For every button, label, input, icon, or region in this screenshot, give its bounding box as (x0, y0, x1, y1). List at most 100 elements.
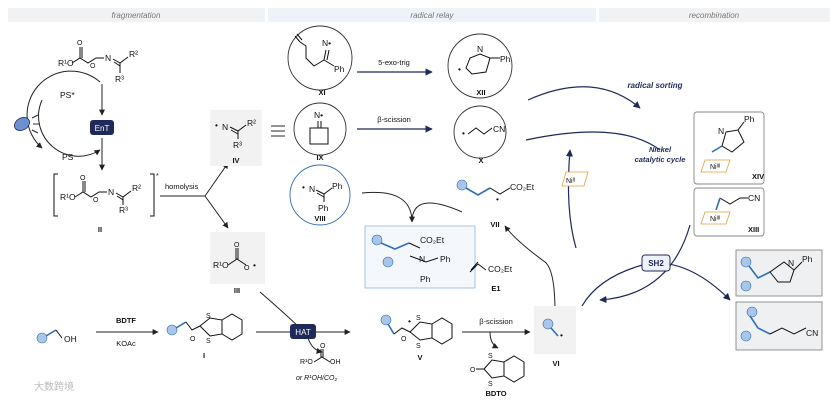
svg-text:O: O (93, 197, 99, 204)
label-XIV: XIV (752, 172, 764, 181)
label-E1: E1 (491, 284, 500, 293)
label-III: III (234, 286, 240, 295)
nickel-cycle-label-1: Nickel (649, 145, 672, 154)
compound-I: O S S I (166, 313, 243, 360)
compound-VI: • VI (534, 306, 576, 368)
compound-X: • CN X (453, 105, 507, 165)
label-VII: VII (490, 220, 499, 229)
svg-text:Ph: Ph (744, 114, 755, 124)
svg-text:Niᴵᴵᴵ: Niᴵᴵᴵ (710, 164, 720, 171)
svg-text:R¹O: R¹O (300, 359, 313, 366)
svg-text:OH: OH (64, 334, 77, 344)
ni-ii-label: Niᴵᴵ (566, 178, 575, 185)
compound-XI: N• Ph XI (287, 25, 353, 97)
arrow-VI-to-VII (504, 225, 556, 313)
svg-text:Ph: Ph (500, 54, 511, 64)
label-II: II (98, 225, 102, 234)
svg-text:Niᴵᴵᴵ: Niᴵᴵᴵ (710, 216, 720, 223)
label-V: V (417, 353, 422, 362)
svg-text:Ph: Ph (420, 274, 431, 284)
equivalence-sign (271, 125, 285, 137)
compound-IX: N• IX (293, 102, 347, 162)
substrate-top: R¹O O O N R² R³ (58, 40, 138, 84)
hat-label: HAT (295, 328, 311, 337)
svg-text:O: O (77, 40, 83, 47)
homolysis: homolysis (160, 162, 229, 229)
exo-trig-label: 5-exo-trig (378, 58, 410, 67)
compound-XIII: CN Niᴵᴵᴵ XIII (693, 187, 765, 237)
svg-text:•: • (560, 330, 563, 340)
compound-BDTO: O S S BDTO (470, 353, 525, 398)
homolysis-label: homolysis (165, 182, 199, 191)
beta-scission-2-label: β-scission (479, 317, 513, 326)
compound-IV: • N R² R³ IV (210, 110, 262, 166)
light-bulb-icon (14, 114, 40, 134)
compound-XII: • N Ph XII (447, 33, 513, 99)
compound-E1: CO₂Et E1 (469, 261, 513, 293)
label-VI: VI (552, 359, 559, 368)
product-nitrile: CN (735, 301, 823, 351)
label-X: X (478, 156, 483, 165)
svg-text:CO₂Et: CO₂Et (510, 182, 535, 192)
sh2-badge (641, 254, 671, 272)
svg-text:CO₂Et: CO₂Et (420, 235, 445, 245)
compound-III: R¹O O O • III (210, 232, 265, 295)
label-BDTO: BDTO (485, 389, 506, 398)
svg-text:O: O (234, 242, 240, 249)
label-IV: IV (232, 156, 239, 165)
svg-text:R²: R² (129, 49, 138, 59)
svg-text:CN: CN (493, 124, 505, 134)
label-XII: XII (476, 88, 485, 97)
compound-VII: • CO₂Et VII (456, 179, 535, 229)
label-XI: XI (318, 88, 325, 97)
sh2-step: SH2 (581, 254, 731, 307)
ps-excited-label: PS* (60, 90, 75, 100)
svg-text:N: N (309, 184, 315, 194)
hat-byproduct: or R¹OH/CO₂ (296, 375, 338, 382)
svg-text:O: O (244, 265, 250, 272)
header-fragmentation: fragmentation (112, 11, 161, 20)
svg-text:R³: R³ (233, 140, 242, 150)
header-radical-relay: radical relay (410, 11, 454, 20)
svg-text:O: O (401, 336, 407, 343)
svg-text:CN: CN (806, 328, 818, 338)
watermark: 大数跨境 (34, 380, 74, 393)
svg-text:N: N (718, 126, 724, 136)
svg-text:N•: N• (322, 38, 331, 48)
svg-text:•: • (496, 194, 499, 204)
svg-text:N: N (222, 122, 228, 132)
svg-text:•: • (408, 316, 411, 326)
converge-arrows (361, 191, 463, 223)
svg-text:R²: R² (247, 118, 256, 128)
product-imine: CO₂Et N Ph Ph (364, 225, 476, 289)
svg-text:Ph: Ph (440, 254, 451, 264)
svg-text:CO₂Et: CO₂Et (488, 264, 513, 274)
svg-text:S: S (416, 343, 421, 350)
ent-badge (90, 120, 114, 135)
header-fragmentation-bg (8, 8, 265, 22)
svg-text:Ph: Ph (334, 64, 345, 74)
svg-text:•: • (462, 128, 465, 138)
svg-text:Ph: Ph (802, 254, 813, 264)
svg-text:•: • (215, 120, 218, 130)
label-IX: IX (316, 153, 323, 162)
svg-text:S: S (206, 338, 211, 345)
svg-text:S: S (206, 313, 211, 320)
substrate-excited: * R¹O O O N R² R³ II (53, 173, 159, 234)
radical-sorting-label: radical sorting (627, 81, 682, 90)
product-pyrroline: N Ph (735, 249, 823, 297)
hat-badge (290, 324, 316, 339)
header-relay-bg (268, 8, 596, 22)
bdtf-label: BDTF (116, 316, 136, 325)
label-I: I (203, 351, 205, 360)
svg-text:R²: R² (132, 183, 141, 193)
koac-label: KOAc (116, 339, 136, 348)
header-recombination-bg (599, 8, 830, 22)
relay-arrows: 5-exo-trig β-scission (357, 58, 433, 133)
nickel-cycle-label-2: catalytic cycle (635, 155, 686, 164)
svg-text:O: O (320, 343, 326, 350)
substrate-n: N (105, 53, 111, 63)
sh2-label: SH2 (648, 259, 664, 268)
